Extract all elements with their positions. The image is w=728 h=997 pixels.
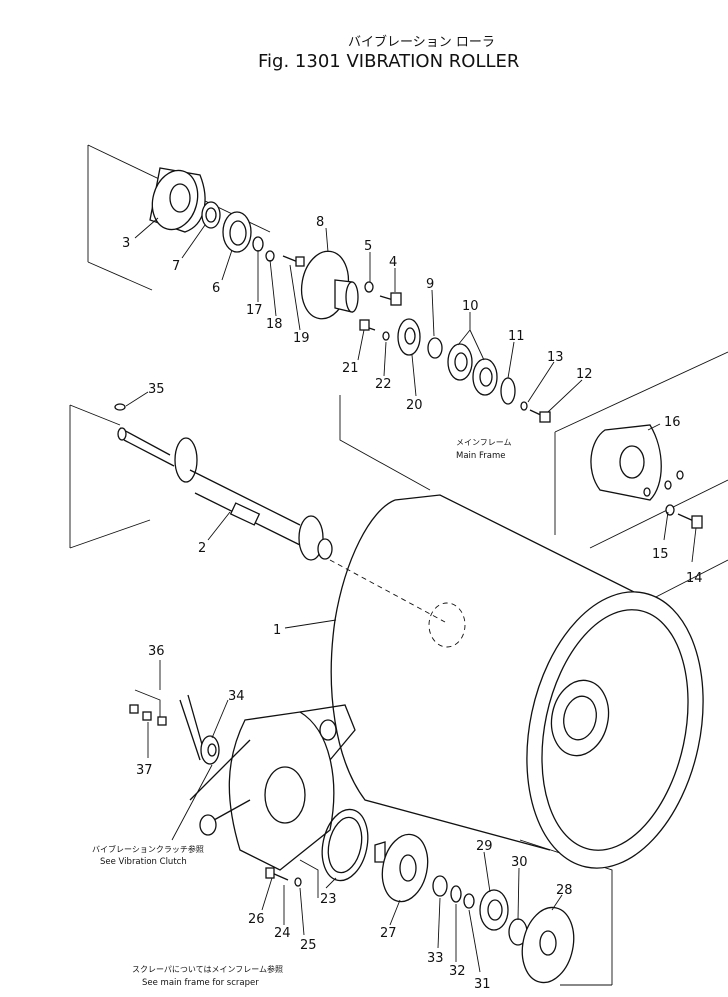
belt-pulley-34	[179, 694, 220, 765]
part-label-8: 8	[316, 215, 324, 230]
part-label-29: 29	[476, 839, 493, 854]
part-label-37: 37	[136, 763, 153, 778]
part-label-3: 3	[122, 236, 130, 251]
part-label-24: 24	[274, 926, 291, 941]
bearings-9-10	[427, 337, 498, 396]
part-label-6: 6	[212, 281, 220, 296]
part-numbers: 3 7 6 17 18 19 8 5 4 9 10 11 13 12 16 21…	[122, 215, 703, 992]
part-label-1: 1	[273, 623, 281, 638]
note-main-frame-en: Main Frame	[456, 451, 505, 461]
part-label-22: 22	[375, 377, 392, 392]
small-parts-17-19	[252, 236, 305, 267]
cover-28	[521, 906, 575, 984]
part-label-34: 34	[228, 689, 245, 704]
cover-20	[359, 318, 421, 356]
part-label-9: 9	[426, 277, 434, 292]
title-jp: バイブレーション ローラ	[348, 34, 495, 50]
drum	[329, 494, 704, 869]
part-label-7: 7	[172, 259, 180, 274]
part-label-15: 15	[652, 547, 669, 562]
part-label-17: 17	[246, 303, 263, 318]
title-en: Fig. 1301 VIBRATION ROLLER	[258, 51, 519, 72]
part-label-32: 32	[449, 964, 466, 979]
note-main-frame-jp: メインフレーム	[456, 438, 512, 447]
part-label-16: 16	[664, 415, 681, 430]
bearings-7-6	[201, 201, 252, 253]
part-label-14: 14	[686, 571, 703, 586]
part-label-35: 35	[148, 382, 165, 397]
notes: メインフレーム Main Frame バイブレーションクラッチ参照 See Vi…	[92, 438, 512, 988]
part-label-28: 28	[556, 883, 573, 898]
part-label-2: 2	[198, 541, 206, 556]
flange-3	[149, 167, 206, 233]
frame-lines	[69, 144, 728, 986]
part-label-12: 12	[576, 367, 593, 382]
part-label-36: 36	[148, 644, 165, 659]
part-label-20: 20	[406, 398, 423, 413]
eccentric-shaft	[117, 427, 333, 561]
leader-lines	[125, 217, 697, 973]
part-label-21: 21	[342, 361, 359, 376]
hub-16	[590, 424, 703, 529]
part-label-5: 5	[364, 239, 372, 254]
part-label-11: 11	[508, 329, 525, 344]
flange-27	[374, 833, 429, 903]
note-vib-clutch-jp: バイブレーションクラッチ参照	[92, 844, 204, 854]
part-label-26: 26	[248, 912, 265, 927]
part-label-4: 4	[389, 255, 397, 270]
part-label-30: 30	[511, 855, 528, 870]
plate-11	[500, 377, 551, 423]
part-label-27: 27	[380, 926, 397, 941]
part-label-19: 19	[293, 331, 310, 346]
note-scraper-en: See main frame for scraper	[142, 978, 259, 988]
part-label-23: 23	[320, 892, 337, 907]
part-label-31: 31	[474, 977, 491, 992]
part-label-18: 18	[266, 317, 283, 332]
gasket-23	[321, 808, 369, 882]
part-label-25: 25	[300, 938, 317, 953]
nuts-36-37	[129, 689, 167, 726]
motor-housing	[189, 704, 356, 871]
housing-8	[300, 250, 402, 320]
part-label-13: 13	[547, 350, 564, 365]
part-label-33: 33	[427, 951, 444, 966]
bearings-29-33	[432, 875, 528, 946]
note-vib-clutch-en: See Vibration Clutch	[100, 857, 187, 867]
bolts-24-25-26	[265, 867, 302, 887]
part-label-10: 10	[462, 299, 479, 314]
note-scraper-jp: スクレーパについてはメインフレーム参照	[132, 964, 283, 974]
o-ring-35	[114, 403, 126, 411]
